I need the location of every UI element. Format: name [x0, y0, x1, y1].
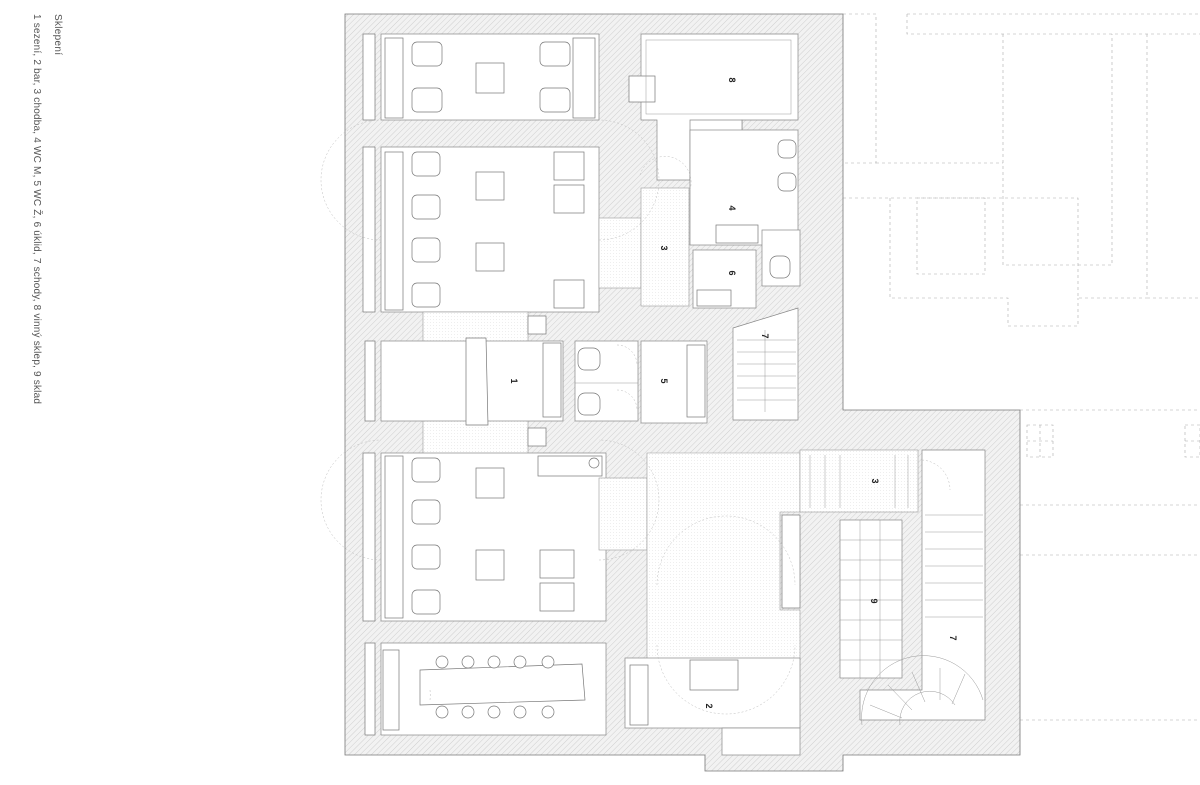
room-numbers: 1 2 3 3 4 5 6 7 7 8 9	[509, 77, 958, 708]
stair-treads-east	[809, 455, 909, 508]
room-number-7-east: 7	[948, 635, 958, 640]
room-number-1: 1	[509, 378, 519, 383]
room-number-2: 2	[704, 703, 714, 708]
room-number-7-north: 7	[760, 333, 770, 338]
furniture	[362, 33, 984, 736]
door-swings	[320, 119, 951, 715]
stair-treads-north	[737, 330, 796, 412]
room-number-5: 5	[659, 378, 669, 383]
room-number-8: 8	[727, 77, 737, 82]
room-number-3-north: 3	[659, 245, 669, 250]
stair-treads-east-flight	[861, 514, 984, 726]
neighbour-outlines	[843, 13, 1200, 721]
room-number-3-east: 3	[870, 478, 880, 483]
room-number-6: 6	[727, 270, 737, 275]
room-number-9: 9	[869, 598, 879, 603]
storage-shelves	[840, 520, 902, 678]
room-number-4: 4	[727, 205, 737, 210]
